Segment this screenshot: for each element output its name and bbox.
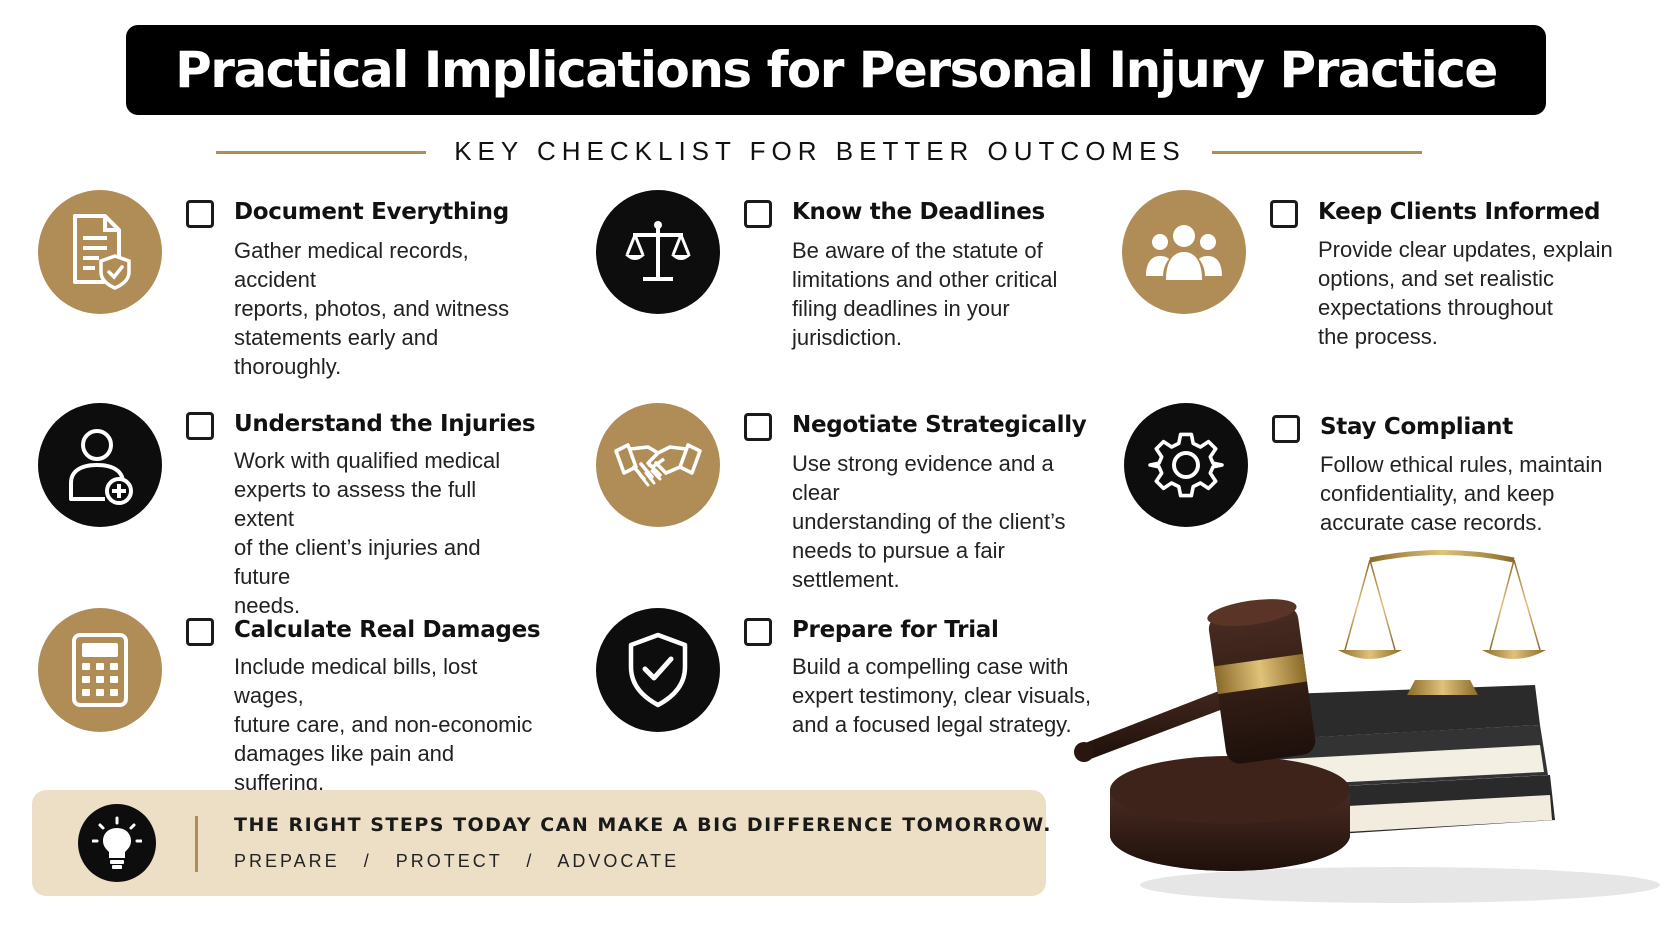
document-shield-icon	[73, 214, 131, 290]
circle-badge	[38, 403, 162, 527]
subtitle-rule-right	[1212, 151, 1422, 154]
checklist-item-keep-clients-informed: Keep Clients Informed Provide clear upda…	[1122, 190, 1622, 370]
item-checkbox[interactable]	[186, 618, 214, 646]
item-checkbox[interactable]	[744, 413, 772, 441]
handshake-icon	[614, 443, 702, 487]
people-group-icon	[1146, 225, 1222, 280]
scales-icon	[625, 221, 691, 281]
page-title: Practical Implications for Personal Inju…	[175, 41, 1498, 99]
circle-badge	[596, 190, 720, 314]
item-checkbox[interactable]	[1272, 415, 1300, 443]
checklist-item-understand-the-injuries: Understand the Injuries Work with qualif…	[38, 403, 538, 618]
banner-headline: THE RIGHT STEPS TODAY CAN MAKE A BIG DIF…	[234, 814, 1052, 836]
banner-tagline: PREPARE / PROTECT / ADVOCATE	[234, 851, 680, 871]
checklist-item-prepare-for-trial: Prepare for Trial Build a compelling cas…	[596, 608, 1096, 788]
subtitle-rule-left	[216, 151, 426, 154]
item-checkbox[interactable]	[186, 412, 214, 440]
item-title: Document Everything	[234, 199, 509, 225]
checklist-item-calculate-real-damages: Calculate Real Damages Include medical b…	[38, 608, 541, 795]
calculator-icon	[72, 633, 128, 707]
shield-check-icon	[628, 632, 688, 708]
checklist-item-document-everything: Document Everything Gather medical recor…	[38, 190, 538, 379]
item-title: Know the Deadlines	[792, 199, 1045, 225]
title-bar: Practical Implications for Personal Inju…	[126, 25, 1546, 115]
circle-badge	[1124, 403, 1248, 527]
item-checkbox[interactable]	[186, 200, 214, 228]
checklist-item-stay-compliant: Stay Compliant Follow ethical rules, mai…	[1124, 403, 1624, 583]
lightbulb-icon	[92, 816, 142, 869]
subtitle: KEY CHECKLIST FOR BETTER OUTCOMES	[454, 136, 1186, 166]
item-title: Calculate Real Damages	[234, 617, 541, 643]
subtitle-row: KEY CHECKLIST FOR BETTER OUTCOMES	[0, 132, 1672, 172]
item-title: Prepare for Trial	[792, 617, 999, 643]
circle-badge	[1122, 190, 1246, 314]
item-title: Negotiate Strategically	[792, 412, 1087, 438]
circle-badge	[38, 190, 162, 314]
banner-divider	[195, 816, 198, 872]
item-checkbox[interactable]	[744, 618, 772, 646]
checklist-item-negotiate-strategically: Negotiate Strategically Use strong evide…	[596, 403, 1096, 592]
medical-person-icon	[69, 429, 133, 505]
gavel-scales-books-illustration	[1074, 520, 1660, 903]
bulb-badge	[78, 804, 156, 882]
gear-icon	[1148, 432, 1224, 498]
item-checkbox[interactable]	[744, 200, 772, 228]
item-title: Keep Clients Informed	[1318, 199, 1601, 225]
circle-badge	[38, 608, 162, 732]
checklist-item-know-the-deadlines: Know the Deadlines Be aware of the statu…	[596, 190, 1096, 370]
item-title: Understand the Injuries	[234, 411, 536, 437]
item-checkbox[interactable]	[1270, 200, 1298, 228]
item-title: Stay Compliant	[1320, 414, 1513, 440]
item-description: Include medical bills, lost wages,future…	[234, 654, 533, 795]
circle-badge	[596, 403, 720, 527]
circle-badge	[596, 608, 720, 732]
tip-banner: THE RIGHT STEPS TODAY CAN MAKE A BIG DIF…	[32, 790, 1050, 896]
